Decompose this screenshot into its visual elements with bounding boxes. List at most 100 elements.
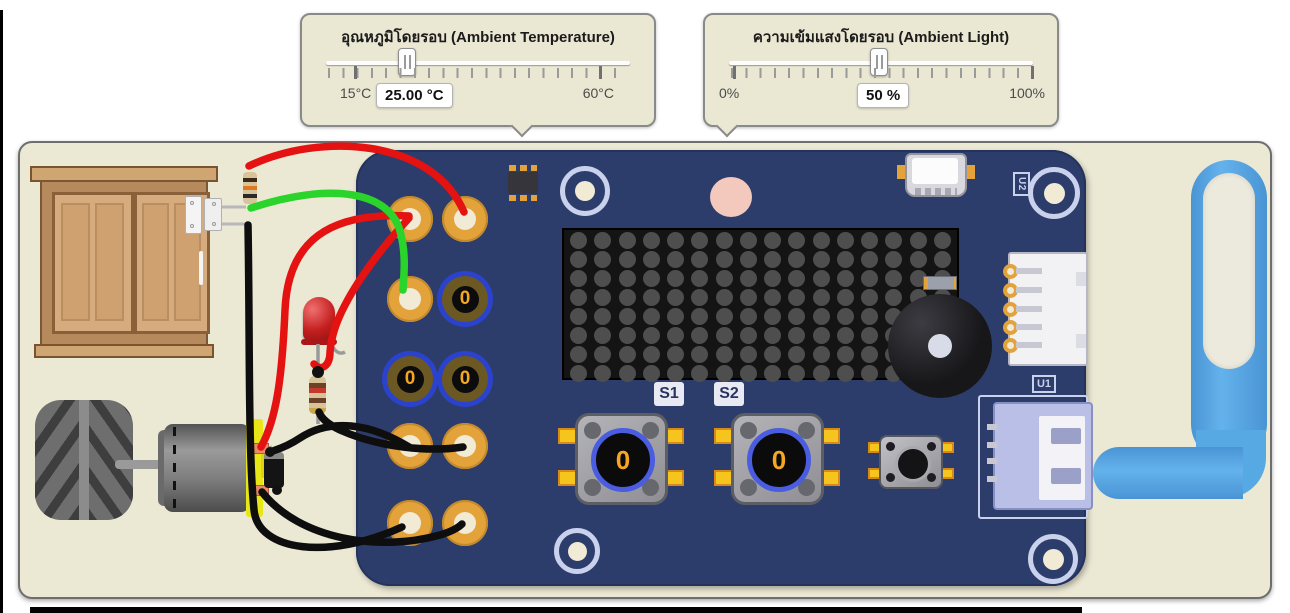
temperature-panel-tail [510, 114, 534, 138]
matrix-dot [836, 289, 854, 306]
door-handle [199, 251, 203, 285]
matrix-dot [739, 232, 757, 249]
matrix-dot [691, 308, 709, 325]
matrix-dot [836, 365, 854, 382]
pad-in1[interactable] [387, 276, 433, 322]
matrix-dot [885, 270, 903, 287]
chip-pads-top [509, 165, 537, 171]
pad-out2[interactable] [442, 423, 488, 469]
mount-hole-top-right [1028, 167, 1080, 219]
s1-ref-box: S1 [654, 382, 684, 406]
matrix-dot [764, 365, 782, 382]
matrix-dot [667, 232, 685, 249]
matrix-dot [570, 270, 588, 287]
matrix-dot [594, 232, 612, 249]
matrix-dot [618, 365, 636, 382]
pad-gnd2[interactable] [442, 500, 488, 546]
matrix-dot [861, 365, 879, 382]
matrix-dot [909, 251, 927, 268]
matrix-dot [618, 251, 636, 268]
light-slider-track[interactable] [729, 48, 1033, 76]
matrix-dot [594, 251, 612, 268]
matrix-dot [788, 346, 806, 363]
matrix-dot [812, 270, 830, 287]
matrix-dot [739, 289, 757, 306]
usb-a-port[interactable] [987, 402, 1093, 510]
motor-axle [115, 460, 165, 469]
pad-5v-1[interactable] [387, 196, 433, 242]
matrix-dot [642, 365, 660, 382]
matrix-dot [764, 270, 782, 287]
matrix-dot [739, 308, 757, 325]
lamp-stem-horizontal [1093, 447, 1243, 499]
button-s1[interactable]: 0 [575, 413, 668, 505]
temperature-min-label: 15°C [340, 85, 372, 101]
matrix-dot [715, 346, 733, 363]
reset-button[interactable] [879, 435, 943, 489]
matrix-dot [812, 346, 830, 363]
matrix-dot [570, 289, 588, 306]
ambient-temperature-panel: อุณหภูมิโดยรอบ (Ambient Temperature) 15°… [300, 13, 656, 138]
pad-5v-2[interactable] [442, 196, 488, 242]
matrix-dot [691, 270, 709, 287]
matrix-dot [836, 270, 854, 287]
matrix-dot [642, 251, 660, 268]
light-tick-min [733, 66, 736, 79]
light-max-label: 100% [1009, 85, 1045, 101]
i2c-pin-scl1 [1003, 302, 1018, 317]
smd-resistor [923, 276, 957, 290]
matrix-dot [836, 251, 854, 268]
matrix-dot [812, 251, 830, 268]
light-tick-max [1031, 66, 1034, 79]
cabinet-door-left[interactable] [52, 192, 134, 334]
led-red[interactable] [301, 297, 337, 347]
matrix-dot [909, 232, 927, 249]
door-magnetic-sensor[interactable] [185, 196, 225, 236]
matrix-dot [691, 289, 709, 306]
pad-in3-value[interactable]: 0 [382, 351, 438, 407]
pad-in4-value[interactable]: 0 [437, 351, 493, 407]
pad-out1[interactable] [387, 423, 433, 469]
matrix-dot [594, 346, 612, 363]
light-sensor-icon [710, 177, 752, 217]
cabinet[interactable] [24, 155, 224, 358]
light-value: 50 % [857, 83, 910, 108]
pad-gnd1[interactable] [387, 500, 433, 546]
matrix-dot [570, 251, 588, 268]
button-s2[interactable]: 0 [731, 413, 824, 505]
i2c-pin-5v [1003, 338, 1018, 353]
temp-tick-max [599, 66, 602, 79]
temperature-slider-ticks [328, 68, 628, 78]
led-matrix [562, 228, 959, 382]
matrix-dot [642, 308, 660, 325]
matrix-dot [691, 346, 709, 363]
matrix-dot [715, 327, 733, 344]
matrix-dot [594, 365, 612, 382]
diode[interactable] [264, 452, 284, 488]
matrix-dot [788, 232, 806, 249]
matrix-dot [715, 365, 733, 382]
pad-in2-value[interactable]: 0 [437, 271, 493, 327]
temperature-max-label: 60°C [582, 85, 614, 101]
matrix-dot [861, 346, 879, 363]
led-resistor[interactable] [309, 376, 326, 414]
matrix-dot [594, 327, 612, 344]
matrix-dot [691, 232, 709, 249]
dc-motor[interactable] [158, 419, 271, 517]
matrix-dot [570, 365, 588, 382]
temperature-slider-track[interactable] [326, 48, 630, 76]
buzzer [888, 294, 992, 398]
ambient-light-panel: ความเข้มแสงโดยรอบ (Ambient Light) 0% 100… [703, 13, 1059, 138]
matrix-dot [788, 289, 806, 306]
matrix-dot [861, 270, 879, 287]
pullup-resistor[interactable] [243, 172, 257, 204]
matrix-dot [861, 289, 879, 306]
matrix-dot [812, 289, 830, 306]
matrix-dot [861, 327, 879, 344]
matrix-dot [715, 232, 733, 249]
matrix-dot [788, 327, 806, 344]
matrix-dot [618, 232, 636, 249]
mount-hole-bottom-right [1028, 534, 1078, 584]
matrix-dot [691, 327, 709, 344]
matrix-dot [933, 251, 951, 268]
